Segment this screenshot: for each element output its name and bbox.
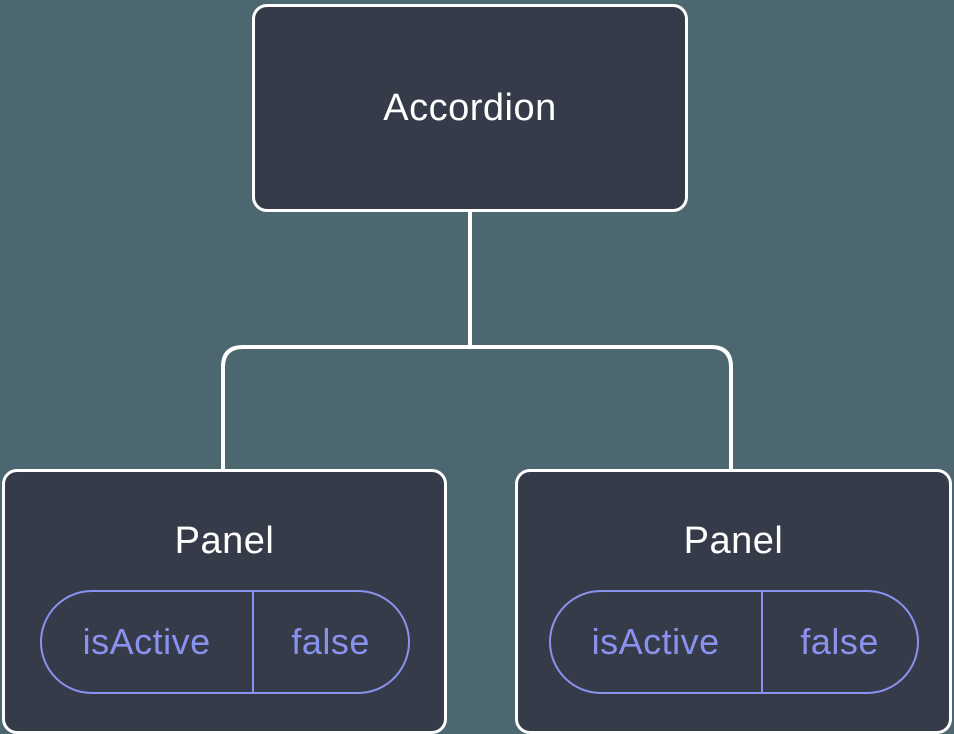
state-key: isActive (42, 592, 254, 692)
state-value: false (800, 621, 879, 662)
panel-node-left: Panel isActive false (2, 469, 447, 734)
accordion-node-label: Accordion (383, 87, 557, 129)
accordion-node: Accordion (252, 4, 688, 212)
state-value: false (291, 621, 370, 662)
panel-title: Panel (683, 519, 784, 562)
panel-node-right: Panel isActive false (515, 469, 952, 734)
state-key: isActive (551, 592, 763, 692)
panel-title: Panel (174, 519, 275, 562)
state-pill: isActive false (39, 590, 410, 694)
state-pill: isActive false (548, 590, 919, 694)
connector-bracket (221, 345, 733, 471)
